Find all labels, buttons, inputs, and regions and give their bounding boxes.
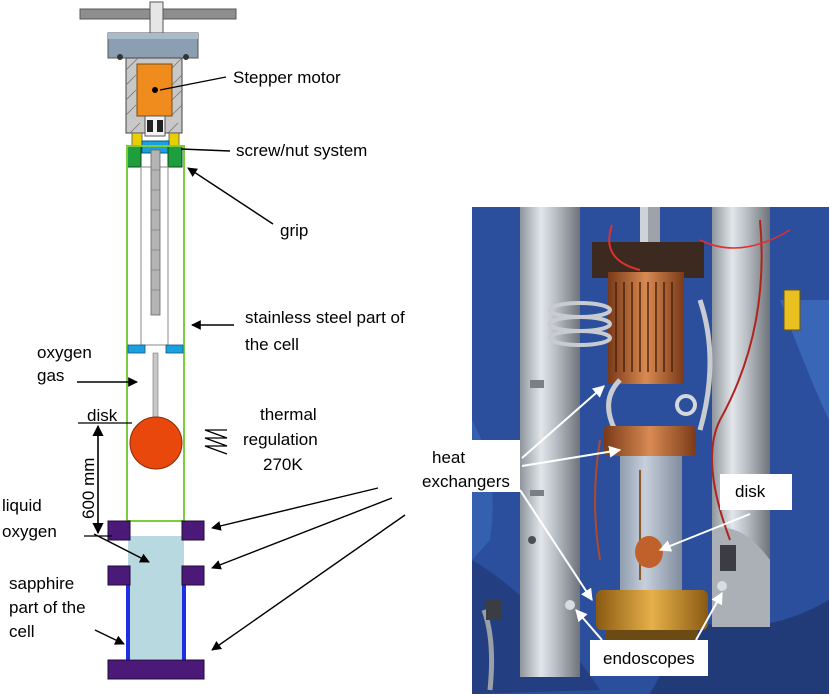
disk-photo bbox=[635, 536, 663, 568]
label-sapphire-2: part of the bbox=[9, 598, 86, 617]
flange-left-2 bbox=[107, 565, 131, 586]
cell-schematic: Stepper motor screw/nut system grip stai… bbox=[2, 1, 406, 680]
gold-base bbox=[596, 590, 708, 630]
label-sapphire-3: cell bbox=[9, 622, 35, 641]
label-heat-1: heat bbox=[432, 448, 465, 467]
label-stainless-1: stainless steel part of bbox=[245, 308, 405, 327]
thermal-zigzag bbox=[204, 429, 228, 455]
support-rod-left bbox=[520, 207, 580, 677]
threaded-rod bbox=[150, 149, 161, 316]
label-distance: 600 mm bbox=[79, 458, 98, 519]
label-sapphire-1: sapphire bbox=[9, 574, 74, 593]
apparatus-photo: heat exchangers disk endoscopes bbox=[418, 207, 829, 694]
disk-schematic bbox=[129, 416, 183, 470]
flange-right-1 bbox=[181, 520, 205, 541]
label-disk-photo: disk bbox=[735, 482, 766, 501]
label-oxygen-gas-1: oxygen bbox=[37, 343, 92, 362]
flange-right-2 bbox=[181, 565, 205, 586]
label-grip: grip bbox=[280, 221, 308, 240]
label-liquid-1: liquid bbox=[2, 496, 42, 515]
stop-right bbox=[165, 344, 184, 354]
flange-left-1 bbox=[107, 520, 131, 541]
copper-ring-upper bbox=[604, 426, 696, 456]
label-endoscopes: endoscopes bbox=[603, 649, 695, 668]
liquid-oxygen bbox=[128, 536, 184, 659]
grip-left bbox=[126, 145, 142, 168]
label-oxygen-gas-2: gas bbox=[37, 366, 64, 385]
cell-outline bbox=[126, 145, 185, 522]
label-heat-2: exchangers bbox=[422, 472, 510, 491]
label-liquid-2: oxygen bbox=[2, 522, 57, 541]
grip-right bbox=[167, 145, 183, 168]
heat-exchangers-box bbox=[418, 440, 520, 492]
label-stainless-2: the cell bbox=[245, 335, 299, 354]
endoscopes-box bbox=[590, 640, 708, 676]
label-stepper-motor: Stepper motor bbox=[233, 68, 341, 87]
label-disk: disk bbox=[87, 406, 118, 425]
stop-left bbox=[127, 344, 146, 354]
label-thermal-1: thermal bbox=[260, 405, 317, 424]
glass-cell bbox=[620, 456, 682, 596]
label-thermal-2: regulation bbox=[243, 430, 318, 449]
bottom-flange bbox=[107, 659, 205, 680]
label-thermal-3: 270K bbox=[263, 455, 303, 474]
label-screw-nut: screw/nut system bbox=[236, 141, 367, 160]
disk-box bbox=[720, 474, 792, 510]
